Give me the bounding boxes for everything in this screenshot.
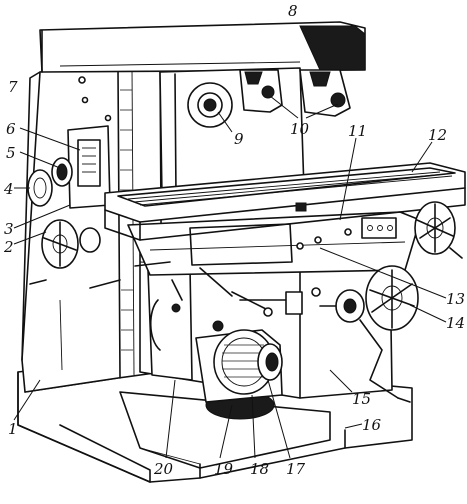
label-9: 9 bbox=[234, 130, 244, 148]
label-16: 16 bbox=[362, 416, 382, 434]
label-1: 1 bbox=[8, 420, 18, 438]
label-11: 11 bbox=[348, 122, 367, 140]
work-table bbox=[104, 162, 466, 241]
feed-levers bbox=[134, 261, 321, 317]
callout-labels: 1 2 3 4 5 6 7 8 9 10 11 12 13 14 15 16 1… bbox=[3, 2, 465, 478]
label-20: 20 bbox=[153, 460, 174, 478]
label-6: 6 bbox=[6, 120, 16, 138]
label-14: 14 bbox=[446, 314, 465, 332]
label-10: 10 bbox=[290, 120, 310, 138]
knee-left-controls bbox=[147, 267, 193, 381]
column-shading bbox=[120, 89, 133, 351]
vertical-feed-crank bbox=[359, 319, 411, 403]
label-17: 17 bbox=[286, 460, 306, 478]
label-5: 5 bbox=[6, 144, 16, 162]
label-3: 3 bbox=[4, 220, 14, 238]
leader-lines bbox=[13, 95, 447, 459]
label-7: 7 bbox=[8, 78, 18, 96]
label-12: 12 bbox=[428, 126, 447, 144]
label-8: 8 bbox=[288, 2, 298, 20]
label-13: 13 bbox=[446, 290, 465, 308]
table-handwheel-right bbox=[414, 201, 463, 259]
machine-column bbox=[21, 61, 163, 393]
label-2: 2 bbox=[3, 238, 14, 256]
table-handwheel-left bbox=[29, 219, 121, 289]
saddle bbox=[127, 211, 421, 276]
overarm bbox=[39, 21, 366, 73]
label-18: 18 bbox=[250, 460, 269, 478]
label-15: 15 bbox=[352, 390, 371, 408]
label-4: 4 bbox=[3, 180, 14, 198]
label-19: 19 bbox=[214, 460, 234, 478]
feed-gearbox bbox=[195, 320, 283, 420]
gearbox-handwheel-left bbox=[27, 169, 53, 207]
speed-control-panel bbox=[51, 125, 111, 209]
